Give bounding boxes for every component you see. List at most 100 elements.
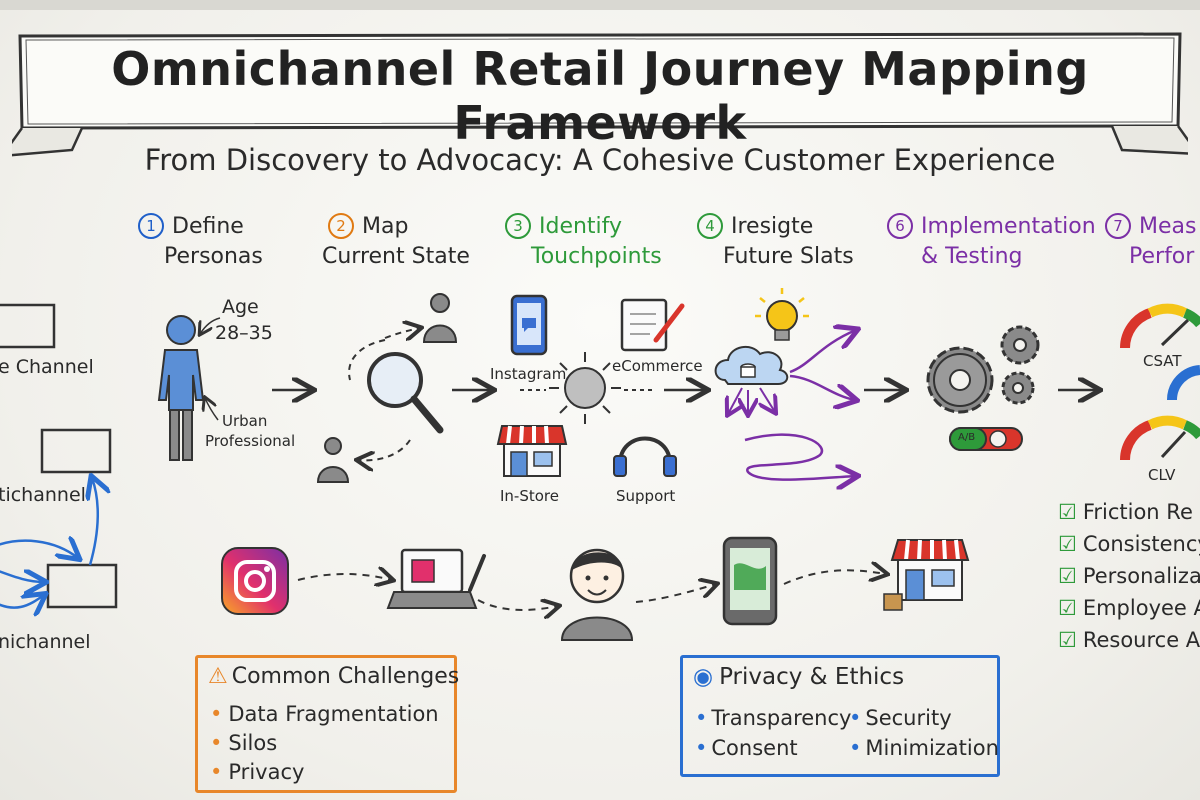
step-identify-touchpoints: 3 Identify Touchpoints bbox=[505, 212, 662, 272]
page-subtitle: From Discovery to Advocacy: A Cohesive C… bbox=[144, 143, 1056, 177]
outcome-label: Resource A bbox=[1082, 628, 1200, 652]
step-number: 2 bbox=[328, 213, 354, 239]
checkbox-icon: ☑ bbox=[1058, 564, 1077, 588]
common-challenges-box: ⚠Common Challenges •Data Fragmentation •… bbox=[195, 655, 459, 793]
step-title: Map bbox=[362, 214, 409, 239]
bullet-icon: • bbox=[695, 706, 708, 730]
challenge-label: Data Fragmentation bbox=[228, 702, 439, 726]
challenges-heading: ⚠Common Challenges bbox=[208, 664, 459, 689]
outcome-item: ☑Consistency bbox=[1058, 532, 1200, 556]
privacy-label: Transparency bbox=[711, 706, 852, 730]
bullet-icon: • bbox=[210, 702, 223, 726]
step-subtitle: & Testing bbox=[921, 244, 1023, 269]
bullet-icon: • bbox=[210, 760, 223, 784]
ab-toggle bbox=[949, 427, 1023, 451]
step-number: 7 bbox=[1105, 213, 1131, 239]
persona-age-range: 28–35 bbox=[215, 322, 273, 344]
outcome-item: ☑Personaliza bbox=[1058, 564, 1200, 588]
outcome-label: Employee A bbox=[1082, 596, 1200, 620]
privacy-label: Consent bbox=[711, 736, 798, 760]
gauge-label-clv: CLV bbox=[1148, 466, 1176, 484]
step-subtitle: Perfor bbox=[1129, 244, 1195, 269]
left-channel-label: tichannel bbox=[0, 484, 86, 506]
step-title: Implementation bbox=[921, 214, 1096, 239]
privacy-item: •Consent bbox=[695, 736, 798, 760]
left-channel-label: nichannel bbox=[0, 631, 91, 653]
step-subtitle: Touchpoints bbox=[531, 244, 662, 269]
step-number: 6 bbox=[887, 213, 913, 239]
step-implementation-testing: 6 Implementation & Testing bbox=[887, 212, 1096, 272]
globe-icon: ◉ bbox=[693, 664, 714, 690]
left-channel-diagram bbox=[0, 303, 118, 608]
touchpoint-hub bbox=[520, 352, 655, 424]
challenge-item: •Privacy bbox=[210, 760, 304, 784]
outcome-label: Friction Re bbox=[1082, 500, 1193, 524]
privacy-label: Security bbox=[865, 706, 952, 730]
ab-test-label: A/B bbox=[958, 432, 976, 443]
customer-avatar bbox=[560, 548, 634, 641]
magnifier-icon bbox=[367, 352, 444, 434]
cloud-database-icon bbox=[714, 345, 789, 385]
step-number: 1 bbox=[138, 213, 164, 239]
challenge-item: •Silos bbox=[210, 731, 277, 755]
smartphone-icon bbox=[510, 294, 548, 356]
outcome-item: ☑Employee A bbox=[1058, 596, 1200, 620]
persona-age-label: Age bbox=[222, 296, 259, 318]
privacy-item: •Minimization bbox=[849, 736, 999, 760]
journey-arrows bbox=[297, 570, 886, 610]
lightbulb-icon bbox=[755, 288, 809, 341]
step-title: Meas bbox=[1139, 214, 1197, 239]
headset-icon bbox=[613, 436, 677, 477]
checkbox-icon: ☑ bbox=[1058, 532, 1077, 556]
step-title: Identify bbox=[539, 214, 623, 239]
step-subtitle: Personas bbox=[164, 244, 263, 269]
notebook-icon bbox=[620, 298, 685, 352]
bullet-icon: • bbox=[695, 736, 708, 760]
privacy-title: Privacy & Ethics bbox=[719, 664, 905, 690]
privacy-heading: ◉Privacy & Ethics bbox=[693, 664, 904, 690]
secondary-gauge bbox=[1166, 365, 1200, 401]
laptop-icon bbox=[386, 548, 486, 609]
step-measure-performance: 7 Meas Perfor bbox=[1105, 212, 1196, 272]
outcome-label: Personaliza bbox=[1082, 564, 1200, 588]
bullet-icon: • bbox=[210, 731, 223, 755]
warning-icon: ⚠ bbox=[208, 664, 228, 689]
step-define-personas: 1 Define Personas bbox=[138, 212, 263, 272]
instagram-icon bbox=[221, 547, 289, 615]
persona-figure bbox=[157, 315, 221, 461]
challenge-label: Privacy bbox=[228, 760, 305, 784]
board-frame bbox=[0, 0, 1200, 10]
touchpoint-support-label: Support bbox=[616, 487, 676, 505]
left-channel-label: e Channel bbox=[0, 356, 94, 378]
page-title: Omnichannel Retail Journey Mapping Frame… bbox=[111, 42, 1089, 150]
bullet-icon: • bbox=[849, 736, 862, 760]
persona-role-line1: Urban bbox=[222, 412, 268, 430]
storefront-icon bbox=[883, 539, 970, 611]
current-state-map bbox=[316, 293, 458, 483]
gauge-label-csat: CSAT bbox=[1143, 352, 1182, 370]
touchpoint-instore-label: In-Store bbox=[500, 487, 559, 505]
privacy-label: Minimization bbox=[865, 736, 999, 760]
touchpoint-ecommerce-label: eCommerce bbox=[612, 357, 703, 375]
bullet-icon: • bbox=[849, 706, 862, 730]
checkbox-icon: ☑ bbox=[1058, 500, 1077, 524]
privacy-ethics-box: ◉Privacy & Ethics •Transparency •Securit… bbox=[680, 655, 1000, 777]
store-icon bbox=[496, 425, 568, 477]
step-subtitle: Future Slats bbox=[723, 244, 854, 269]
title-banner bbox=[12, 28, 1188, 157]
step-number: 3 bbox=[505, 213, 531, 239]
touchpoint-instagram-label: Instagram bbox=[490, 365, 567, 383]
challenge-label: Silos bbox=[228, 731, 278, 755]
step-number: 4 bbox=[697, 213, 723, 239]
challenge-item: •Data Fragmentation bbox=[210, 702, 439, 726]
clv-gauge bbox=[1120, 415, 1200, 461]
outcome-label: Consistency bbox=[1082, 532, 1200, 556]
future-state-arrows bbox=[728, 330, 856, 480]
challenges-title: Common Challenges bbox=[231, 664, 460, 689]
step-title: Define bbox=[172, 214, 244, 239]
outcome-item: ☑Friction Re bbox=[1058, 500, 1193, 524]
persona-role-line2: Professional bbox=[205, 432, 296, 450]
